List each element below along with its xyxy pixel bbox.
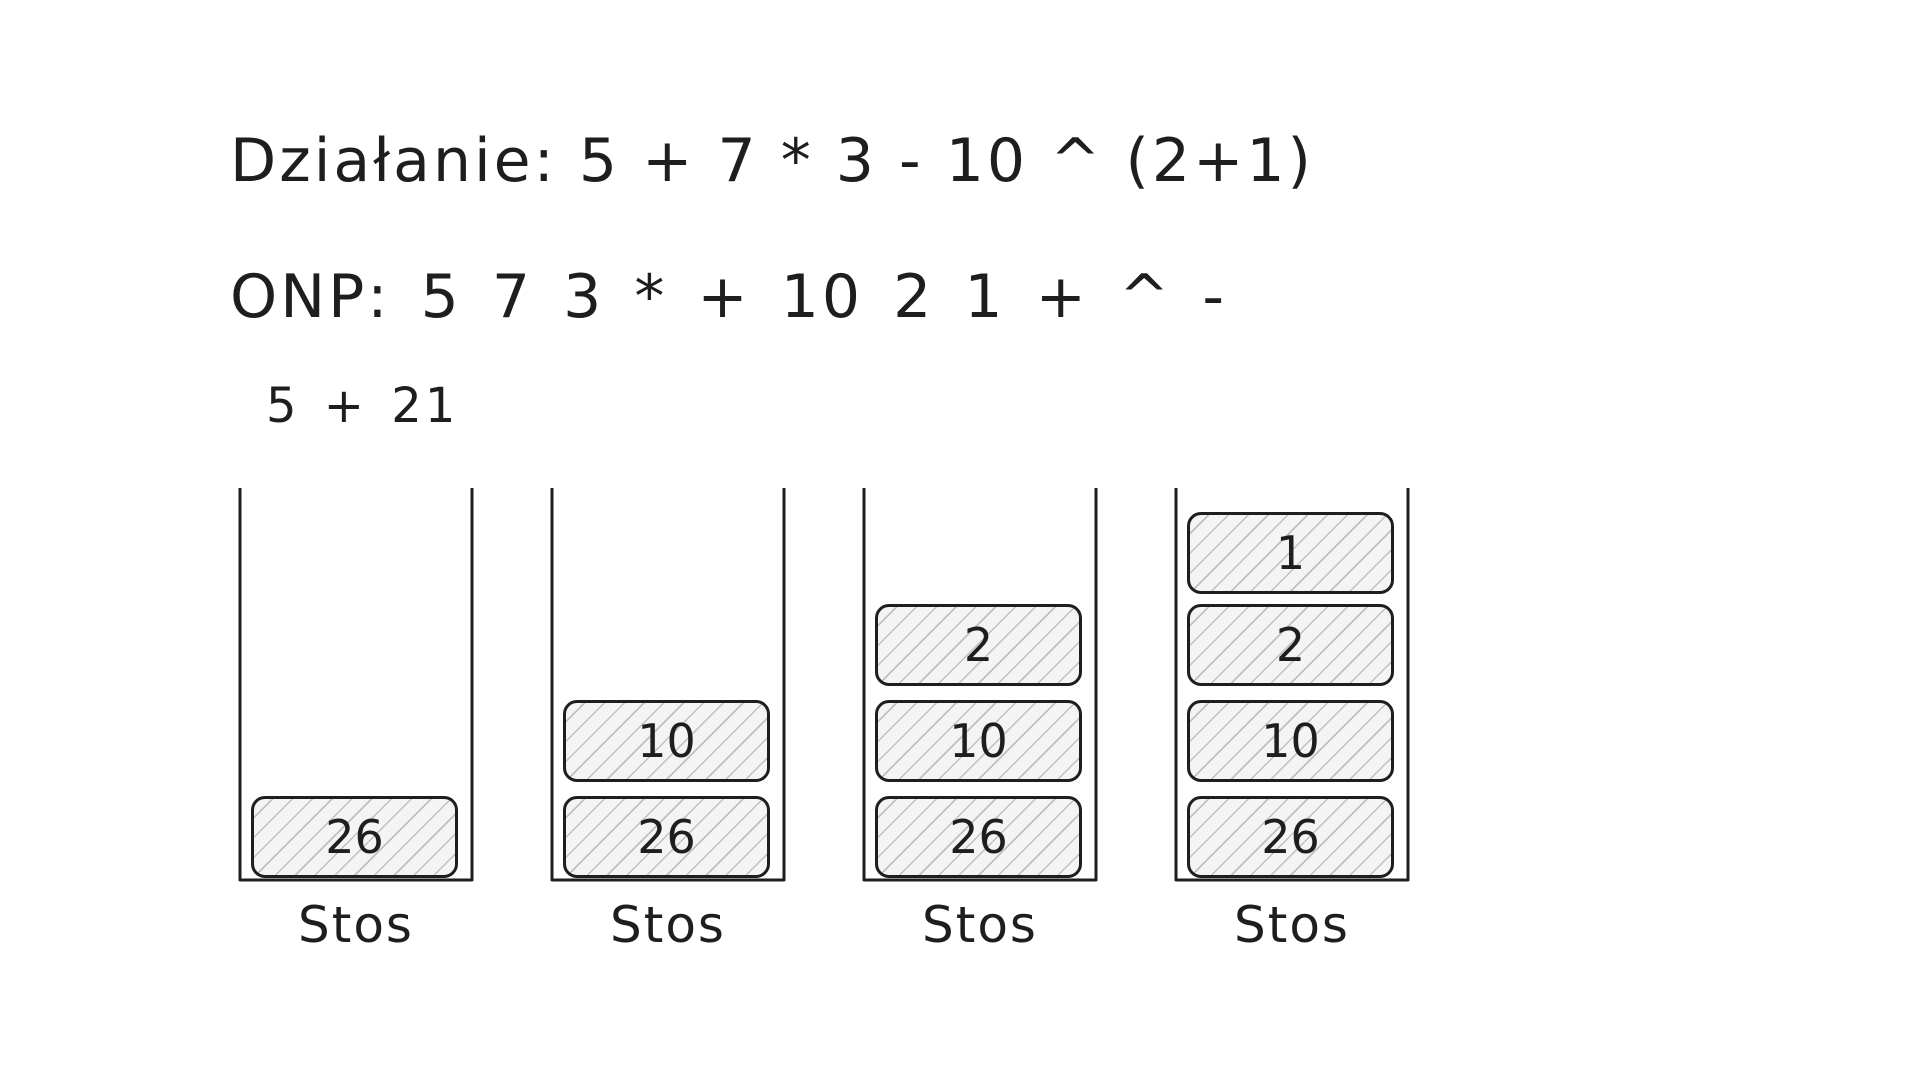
stack-item: 10	[875, 700, 1082, 782]
stack-item: 2	[1187, 604, 1394, 686]
stack-label: Stos	[298, 896, 414, 954]
stack-item: 2	[875, 604, 1082, 686]
rpn-expression: ONP: 5 7 3 * + 10 2 1 + ^ -	[230, 262, 1227, 332]
stack-4: 26 10 2 1 Stos	[1174, 488, 1410, 954]
stack-item: 10	[563, 700, 770, 782]
partial-expression: 5 + 21	[266, 378, 459, 434]
stack-label: Stos	[610, 896, 726, 954]
stack-item: 10	[1187, 700, 1394, 782]
stack-frame	[1174, 488, 1410, 882]
stack-label: Stos	[922, 896, 1038, 954]
stack-3: 26 10 2 Stos	[862, 488, 1098, 954]
stack-frame	[238, 488, 474, 882]
stack-item: 1	[1187, 512, 1394, 594]
stack-label: Stos	[1234, 896, 1350, 954]
stack-2: 26 10 Stos	[550, 488, 786, 954]
stack-item: 26	[563, 796, 770, 878]
stack-item: 26	[1187, 796, 1394, 878]
stack-1: 26 Stos	[238, 488, 474, 954]
stack-item: 26	[875, 796, 1082, 878]
stack-item: 26	[251, 796, 458, 878]
expression-title: Działanie: 5 + 7 * 3 - 10 ^ (2+1)	[230, 126, 1314, 196]
stack-frame	[550, 488, 786, 882]
stack-frame	[862, 488, 1098, 882]
